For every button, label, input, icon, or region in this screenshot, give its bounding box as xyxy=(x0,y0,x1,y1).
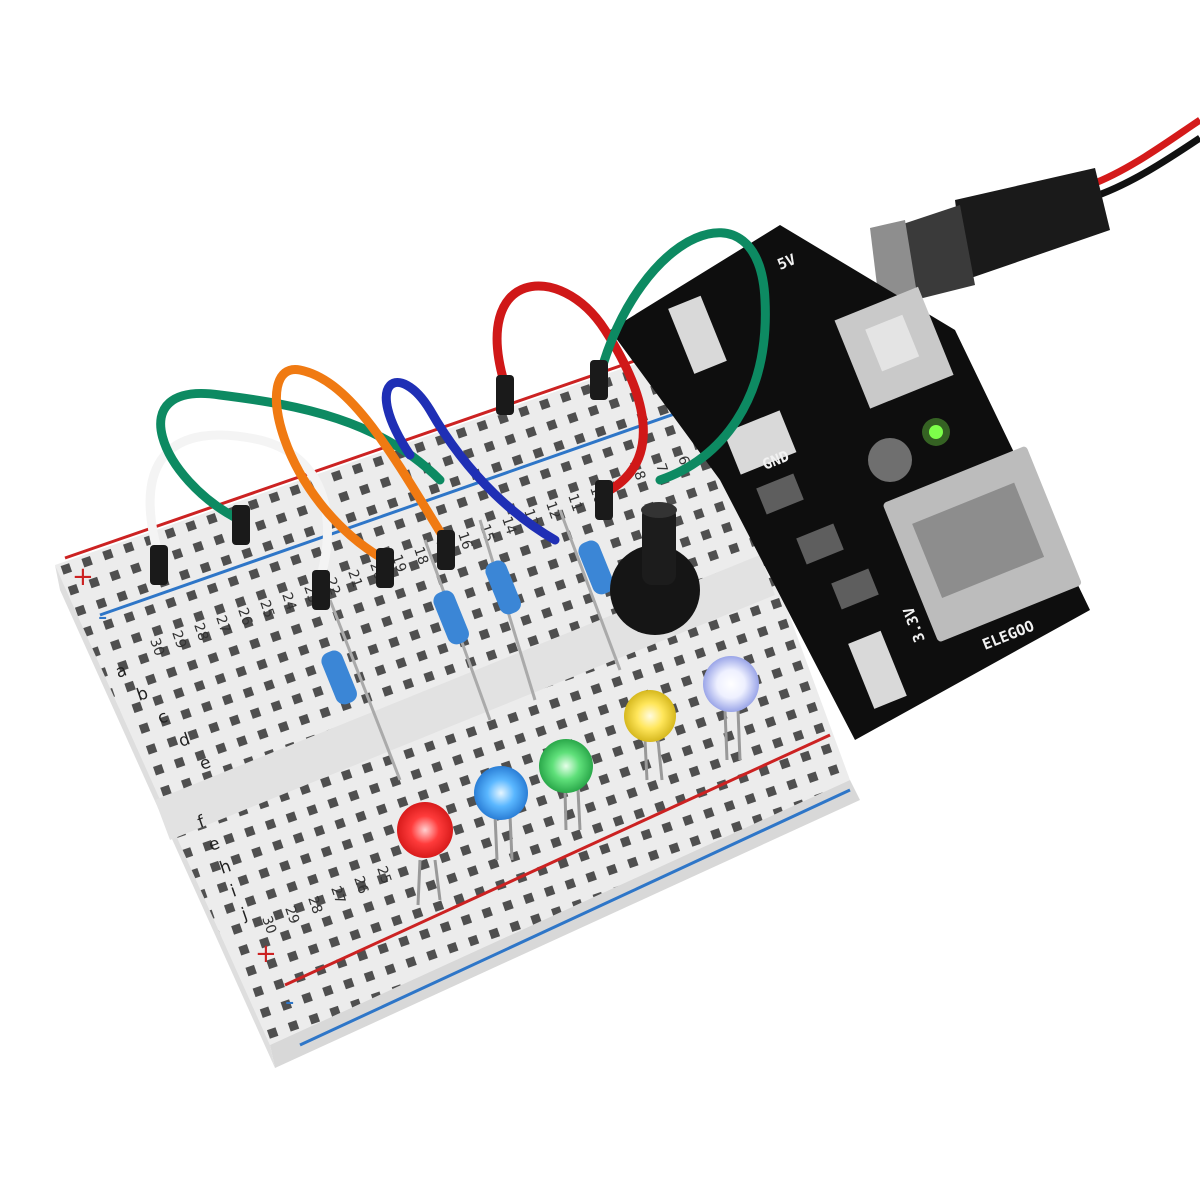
column-number-bottom-25: 25 xyxy=(373,864,394,886)
header-pins-top xyxy=(723,410,797,475)
column-number-12: 12 xyxy=(542,499,563,521)
column-number-29: 29 xyxy=(168,628,189,650)
wire-green-2 xyxy=(595,228,770,485)
capacitor xyxy=(868,438,912,482)
column-number-21: 21 xyxy=(344,568,365,590)
jumper-wires xyxy=(145,228,770,610)
wire-orange xyxy=(271,365,450,565)
potentiometer[interactable] xyxy=(610,502,700,635)
led-blue xyxy=(474,766,528,861)
resistor-2 xyxy=(433,590,469,645)
led-red xyxy=(397,802,453,906)
header-pins-jumper xyxy=(668,295,727,374)
resistors xyxy=(321,509,622,781)
label-5v: 5V xyxy=(775,250,798,273)
rail-plus-bottom: + xyxy=(255,939,277,969)
column-number-27: 27 xyxy=(212,613,233,635)
led-yellow xyxy=(624,690,676,781)
row-letter-i-bottom: i xyxy=(228,881,239,901)
header-pins-bottom xyxy=(848,630,907,709)
led-white xyxy=(703,656,759,761)
power-supply-module: ELEGOO 5V 3.3V GND xyxy=(610,225,1090,740)
column-number-25: 25 xyxy=(256,598,277,620)
rail-minus-top: - xyxy=(98,602,107,632)
column-number-30: 30 xyxy=(146,636,167,658)
column-number-14: 14 xyxy=(498,514,519,536)
rail-plus-top: + xyxy=(72,562,94,592)
column-number-bottom-30: 30 xyxy=(258,914,279,936)
column-number-bottom-29: 29 xyxy=(281,904,302,926)
led-green xyxy=(539,739,593,831)
column-number-bottom-27: 27 xyxy=(327,884,348,906)
wire-blue xyxy=(381,378,560,545)
column-number-28: 28 xyxy=(190,621,211,643)
column-number-16: 16 xyxy=(454,530,475,552)
column-number-18: 18 xyxy=(410,545,431,567)
column-number-11: 11 xyxy=(564,492,585,514)
leds xyxy=(397,656,759,906)
resistor-4 xyxy=(578,540,614,595)
rail-minus-bottom: - xyxy=(285,987,294,1017)
column-number-26: 26 xyxy=(234,606,255,628)
resistor-3 xyxy=(485,560,521,615)
row-letter-j-bottom: j xyxy=(238,904,250,925)
column-number-24: 24 xyxy=(278,590,299,612)
column-number-bottom-26: 26 xyxy=(350,874,371,896)
power-indicator-led xyxy=(929,425,943,439)
column-number-bottom-28: 28 xyxy=(304,894,325,916)
wire-red xyxy=(492,281,648,495)
dc-power-cable xyxy=(870,117,1200,310)
resistor-1 xyxy=(321,650,357,705)
